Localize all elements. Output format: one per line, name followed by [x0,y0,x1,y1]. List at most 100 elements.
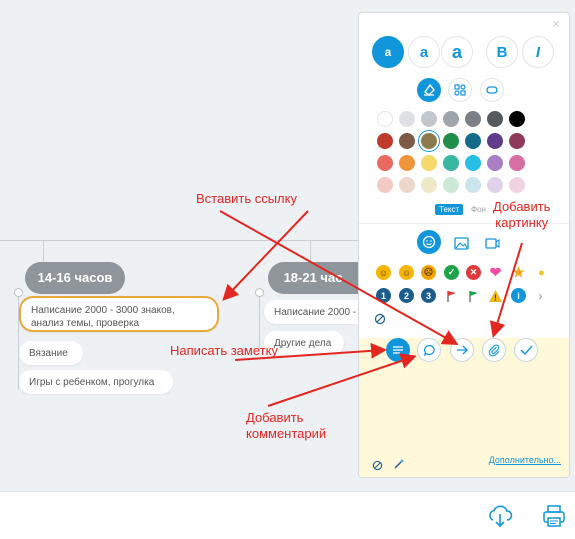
info-icon[interactable]: i [511,288,526,303]
green-flag-icon[interactable] [466,288,481,303]
print-button[interactable] [540,502,568,530]
fill-icon [424,83,435,96]
video-category-button[interactable] [481,232,503,254]
star-icon[interactable]: ★ [512,264,525,280]
color-swatch[interactable] [377,111,393,127]
color-swatch[interactable] [509,155,525,171]
bulb-icon[interactable]: ● [538,266,545,279]
check-icon[interactable]: ✓ [444,265,459,280]
frown-emoji-icon[interactable]: ☹ [421,265,436,280]
font-small-button[interactable]: a [372,36,404,68]
fill-style-button[interactable] [417,78,441,102]
number-label: 3 [425,290,431,301]
font-large-button[interactable]: a [441,36,473,68]
color-swatch[interactable] [377,155,393,171]
comment-icon [423,344,435,356]
connector-line [0,240,358,241]
color-swatch[interactable] [377,133,393,149]
bottom-toolbar [0,491,575,539]
task-card[interactable]: Игры с ребенком, прогулка [19,370,173,394]
color-swatch[interactable] [443,155,459,171]
color-swatch[interactable] [509,133,525,149]
color-swatch[interactable] [509,111,525,127]
confirm-button[interactable] [514,338,538,362]
more-link[interactable]: Дополнительно... [488,455,561,465]
cross-icon[interactable]: ✕ [466,265,481,280]
magic-wand-icon[interactable] [393,457,405,475]
color-swatch[interactable] [465,177,481,193]
shape-icon [486,86,498,94]
divider [359,223,569,224]
color-swatch[interactable] [421,155,437,171]
arrow-right-icon [456,345,468,355]
clear-icon[interactable] [372,311,387,326]
color-swatch[interactable] [421,111,437,127]
task-card-selected[interactable]: Написание 2000 - 3000 знаков, анализ тем… [19,296,219,332]
chevron-right-icon[interactable]: › [538,288,543,303]
tab-text[interactable]: Текст [435,204,464,215]
heart-icon[interactable]: ❤ [489,264,502,280]
color-swatch[interactable] [421,177,437,193]
bold-button[interactable]: B [486,36,518,68]
layout-style-button[interactable] [448,78,472,102]
no-style-icon[interactable] [372,458,383,476]
node-title[interactable]: 14-16 часов [25,262,125,294]
connector-line [259,292,260,347]
task-card[interactable]: Вязание [19,341,83,365]
connector-line [43,240,44,262]
number-2-icon[interactable]: 2 [399,288,414,303]
color-swatch[interactable] [443,177,459,193]
image-icon [453,236,469,250]
color-swatch[interactable] [487,155,503,171]
color-swatch[interactable] [443,111,459,127]
task-card[interactable]: Написание 2000 - [264,300,358,324]
color-swatch[interactable] [465,155,481,171]
color-swatch[interactable] [443,133,459,149]
number-label: 2 [403,290,409,301]
shape-style-button[interactable] [480,78,504,102]
smile-category-button[interactable] [417,230,441,254]
node-title[interactable]: 18-21 час [268,262,358,294]
neutral-emoji-icon[interactable]: ☺ [399,265,414,280]
annotation-add-comment-line2: комментарий [246,426,327,441]
color-swatch[interactable] [377,177,393,193]
tab-fill[interactable]: Фон [471,205,486,214]
color-swatch[interactable] [487,177,503,193]
cloud-download-icon [489,505,513,528]
annotation-add-comment-line1: Добавить [246,410,304,425]
warning-icon[interactable]: ! [488,288,503,303]
color-swatch[interactable] [487,133,503,149]
font-large-label: a [451,41,462,62]
info-label: i [517,290,520,301]
number-1-icon[interactable]: 1 [376,288,391,303]
color-swatch[interactable] [399,133,415,149]
warning-label: ! [494,293,497,302]
style-panel: × a a a B I Текст Фон ☺ ☺ ☹ ✓ ✕ ❤ ★ ● 1 … [358,12,570,478]
add-comment-button[interactable] [417,338,441,362]
node-handle[interactable] [255,288,264,297]
number-label: 1 [380,290,386,301]
italic-label: I [535,43,541,61]
red-flag-icon[interactable] [444,288,459,303]
color-swatch[interactable] [465,111,481,127]
color-swatch[interactable] [509,177,525,193]
add-image-button[interactable] [482,338,506,362]
color-swatch[interactable] [399,155,415,171]
node-handle[interactable] [14,288,23,297]
color-swatch[interactable] [487,111,503,127]
check-icon [520,345,533,355]
download-cloud-button[interactable] [486,502,514,530]
close-icon[interactable]: × [552,16,560,31]
annotation-add-comment: Добавить комментарий [246,410,326,442]
color-swatch[interactable] [399,177,415,193]
image-category-button[interactable] [450,232,472,254]
color-swatch[interactable] [465,133,481,149]
write-note-button[interactable] [386,338,410,362]
insert-link-button[interactable] [450,338,474,362]
number-3-icon[interactable]: 3 [421,288,436,303]
italic-button[interactable]: I [522,36,554,68]
color-swatch[interactable] [399,111,415,127]
font-medium-button[interactable]: a [408,36,440,68]
color-swatch[interactable] [421,133,437,149]
smile-emoji-icon[interactable]: ☺ [376,265,391,280]
